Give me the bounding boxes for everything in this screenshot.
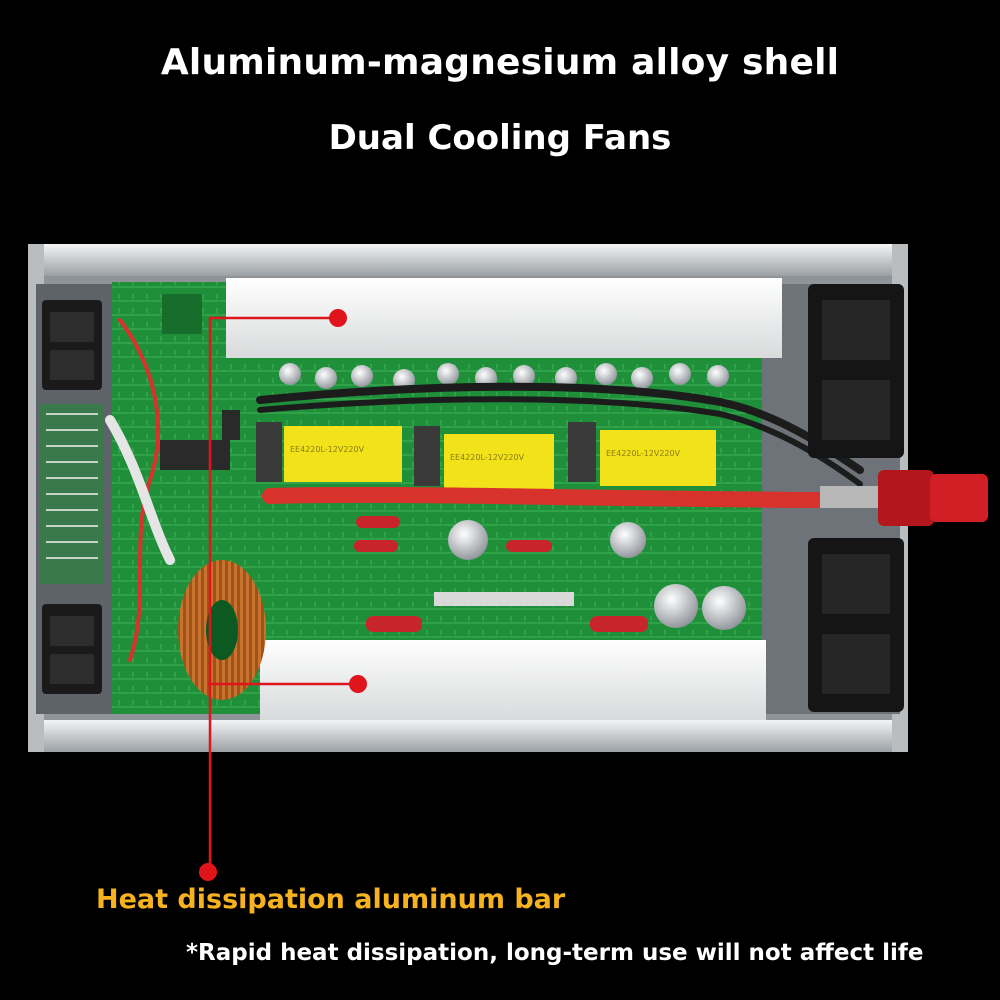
marker-dot-top-bar — [329, 309, 347, 327]
transformer-1-label: EE4220L-12V220V — [290, 445, 365, 454]
electrolytic-capacitor — [654, 584, 698, 628]
transformer-3-label: EE4220L-12V220V — [606, 449, 681, 458]
electrolytic-capacitor — [702, 586, 746, 630]
capacitor-row — [279, 363, 729, 391]
transformer-3: EE4220L-12V220V — [568, 422, 716, 486]
callout-leader — [199, 309, 367, 881]
electrolytic-capacitor — [610, 522, 646, 558]
footnote-rapid-heat-dissipation: *Rapid heat dissipation, long-term use w… — [186, 940, 924, 966]
resistors — [354, 516, 648, 632]
cooling-fan-bottom — [808, 538, 904, 712]
marker-dot-label — [199, 863, 217, 881]
transformer-1: EE4220L-12V220V — [256, 422, 402, 482]
transformer-2: EE4220L-12V220V — [414, 426, 554, 490]
headline-alloy-shell: Aluminum-magnesium alloy shell — [160, 42, 840, 83]
heatsink-bar-bottom — [260, 640, 766, 720]
callout-heat-dissipation-bar: Heat dissipation aluminum bar — [96, 884, 566, 915]
transformer-2-label: EE4220L-12V220V — [450, 453, 525, 462]
toroid-inductor — [178, 560, 266, 700]
electrolytic-capacitor — [448, 520, 488, 560]
battery-terminal — [820, 470, 988, 526]
marker-dot-bottom-bar — [349, 675, 367, 693]
cooling-fan-top — [808, 284, 904, 458]
headline-dual-cooling-fans: Dual Cooling Fans — [328, 118, 672, 158]
